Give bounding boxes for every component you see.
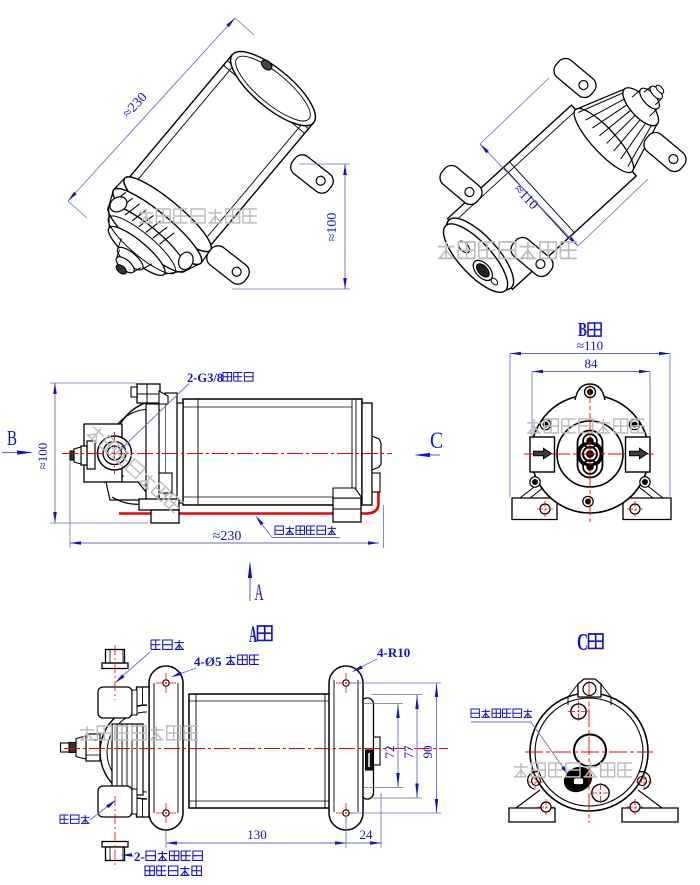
svg-text:90: 90	[420, 746, 435, 759]
svg-text:72: 72	[382, 746, 397, 759]
svg-text:A: A	[255, 580, 264, 605]
svg-text:2-G3/8: 2-G3/8	[187, 371, 223, 385]
svg-text:A: A	[249, 622, 257, 647]
svg-text:B: B	[7, 426, 17, 450]
svg-text:84: 84	[585, 356, 599, 371]
svg-text:130: 130	[247, 827, 267, 842]
svg-text:≈100: ≈100	[35, 443, 50, 470]
svg-text:≈100: ≈100	[325, 213, 340, 242]
svg-text:C: C	[577, 630, 588, 656]
svg-text:C: C	[430, 428, 443, 453]
svg-text:2-: 2-	[134, 849, 145, 864]
svg-text:4-Ø5: 4-Ø5	[194, 654, 222, 669]
svg-text:24: 24	[360, 827, 374, 842]
svg-text:77: 77	[401, 745, 416, 759]
svg-text:≈110: ≈110	[577, 338, 603, 353]
svg-text:B: B	[578, 319, 587, 341]
svg-text:≈230: ≈230	[213, 529, 242, 544]
svg-text:4-R10: 4-R10	[377, 645, 410, 660]
